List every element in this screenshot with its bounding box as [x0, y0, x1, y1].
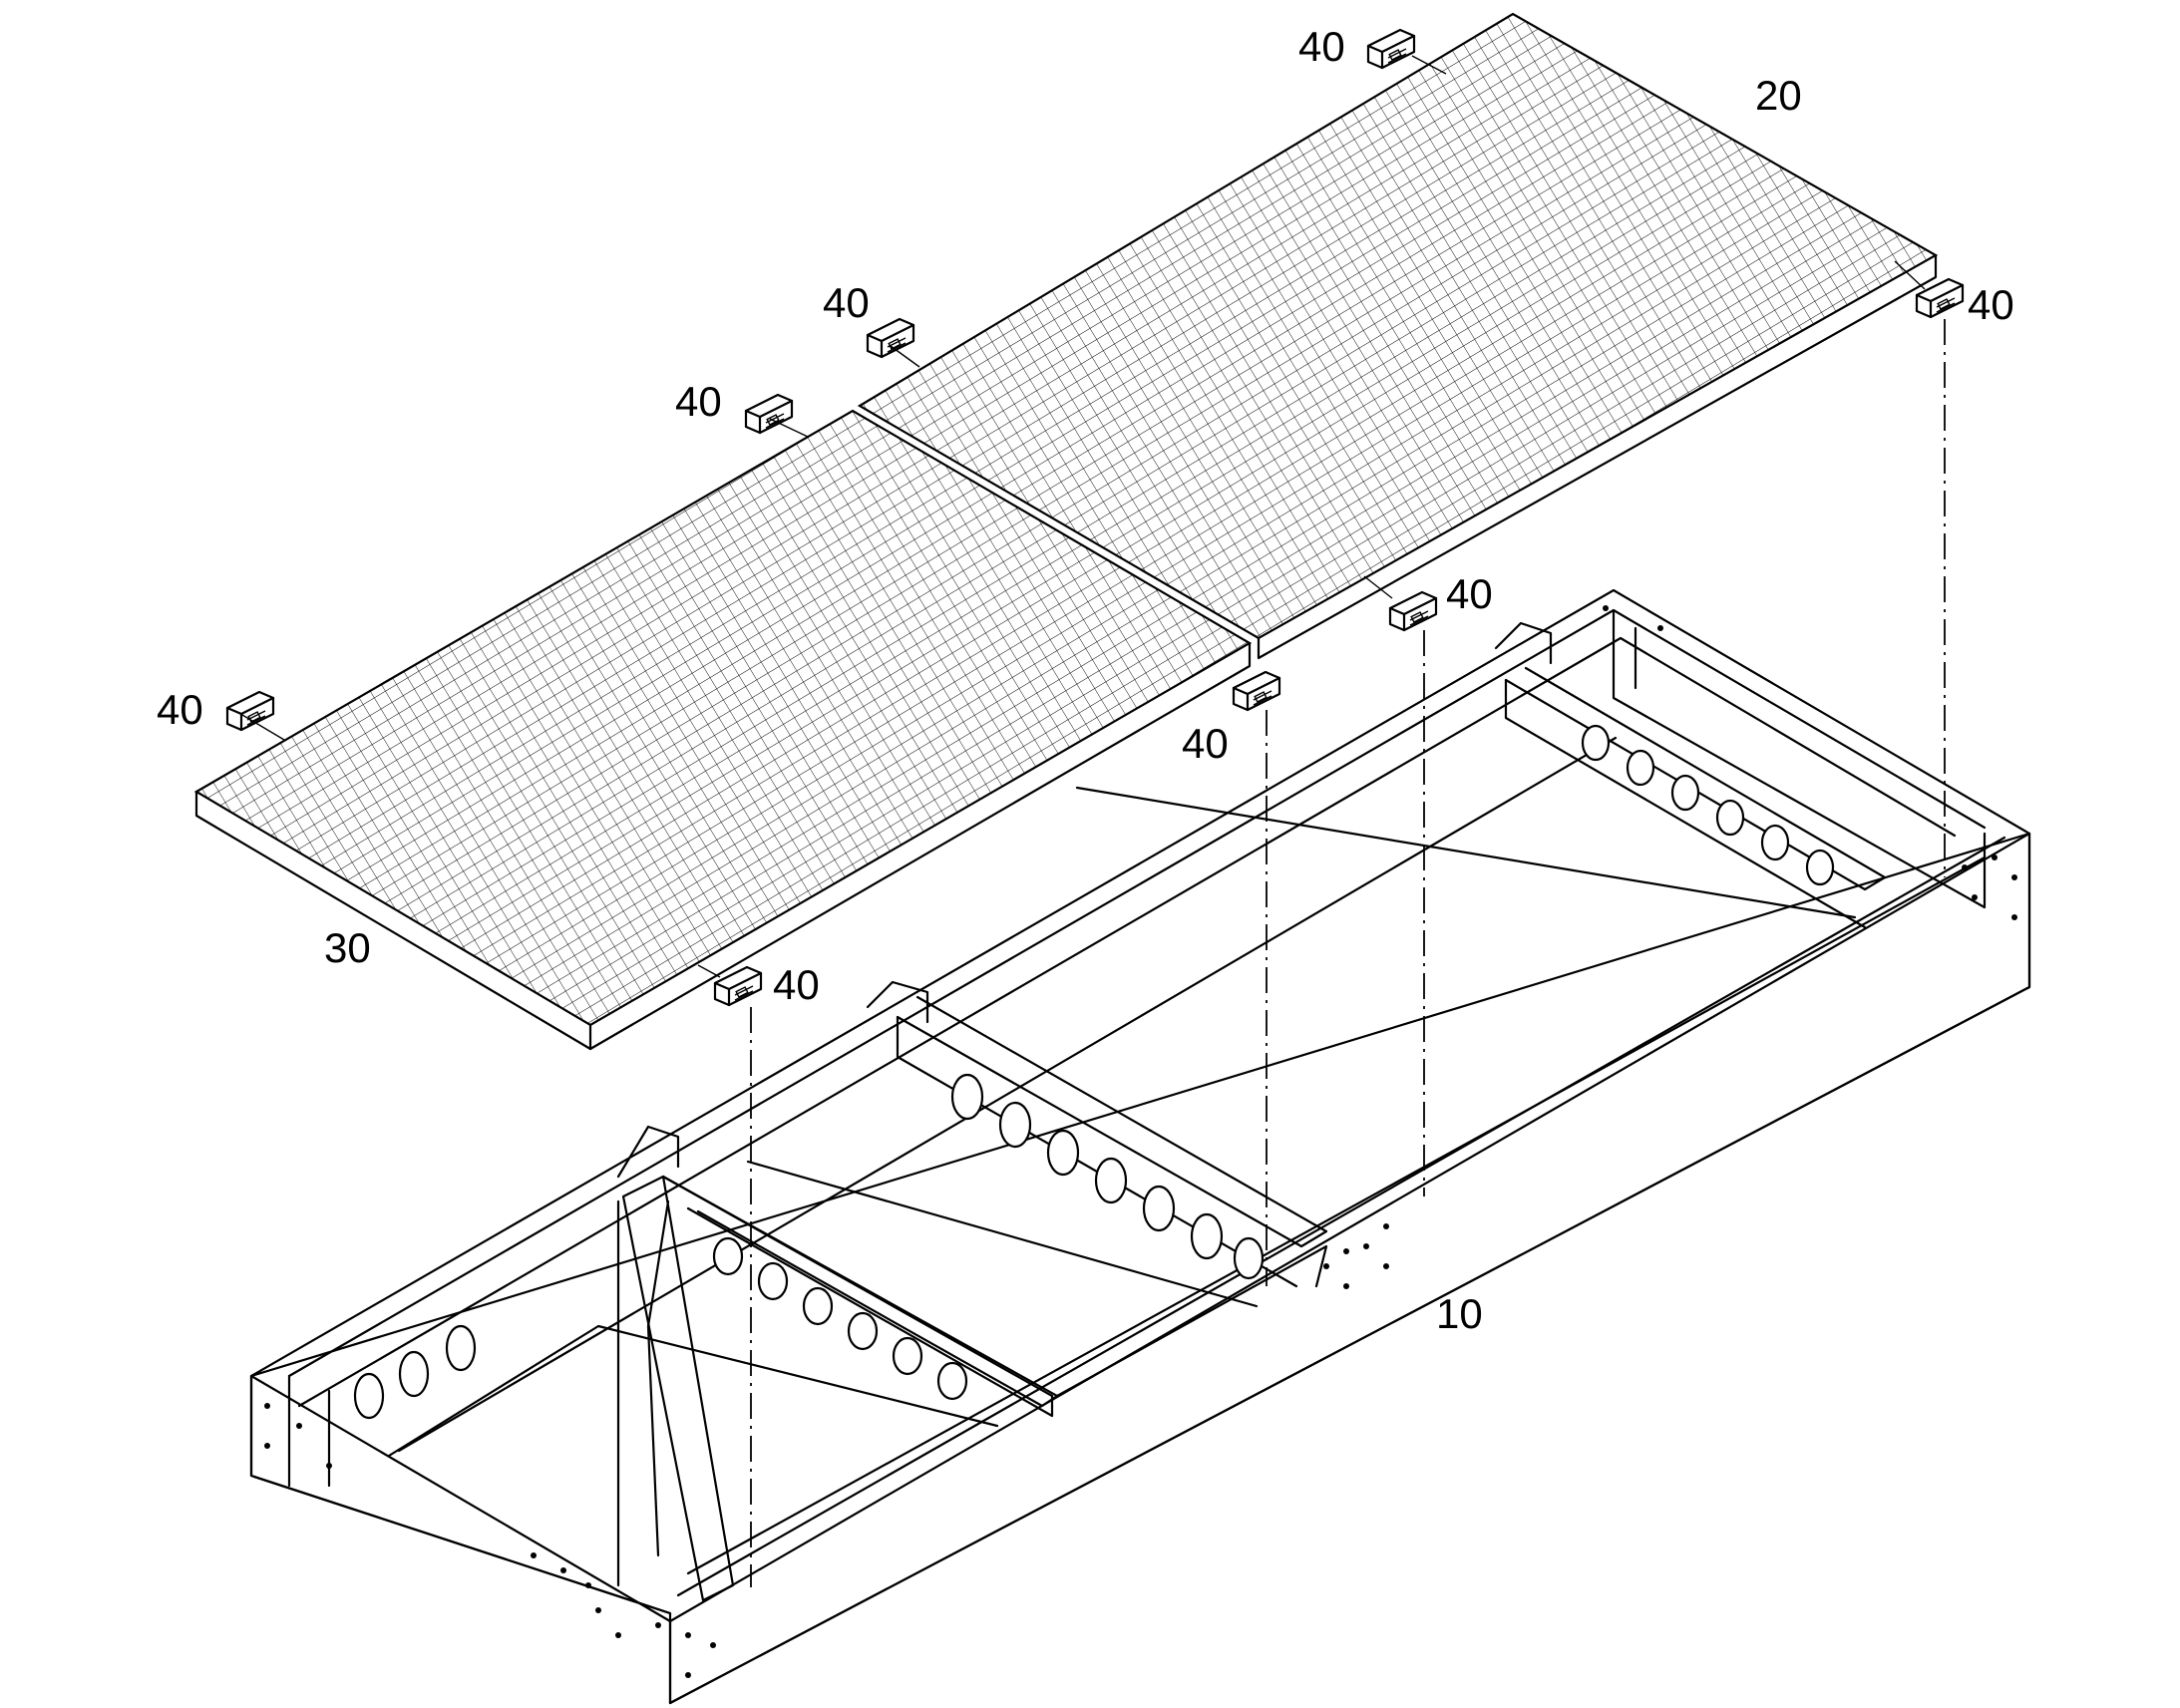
clip-4: [1366, 28, 1416, 70]
label-40-f: 40: [1446, 570, 1493, 617]
clip-7: [1232, 670, 1281, 712]
clip-2: [744, 393, 794, 435]
cross-member-2: [896, 995, 1328, 1248]
grating-rear-panel: [857, 12, 1939, 660]
leader-lines: [236, 55, 1926, 978]
label-30: 30: [324, 924, 371, 971]
base-frame: [249, 588, 2031, 1705]
label-40-a: 40: [1298, 23, 1345, 70]
label-40-b: 40: [823, 279, 870, 326]
diagonal-brace-left: [621, 1175, 735, 1602]
label-20: 20: [1755, 72, 1802, 119]
reference-labels: 10 20 30 40 40 40 40 40 40 40 40: [157, 23, 2014, 1337]
clip-3: [866, 317, 915, 359]
grating-front-panel: [193, 409, 1253, 1051]
label-10: 10: [1436, 1290, 1483, 1337]
label-40-c: 40: [675, 378, 722, 425]
member-holes: [353, 724, 1835, 1420]
clip-6: [1388, 590, 1438, 632]
label-40-g: 40: [1182, 720, 1229, 767]
rivet-dots: [264, 605, 2017, 1678]
clip-1: [225, 690, 275, 732]
label-40-d: 40: [157, 686, 203, 733]
label-40-h: 40: [773, 961, 820, 1008]
assembly-center-lines: [750, 319, 1946, 1587]
label-40-e: 40: [1968, 281, 2014, 328]
cross-member-1: [661, 1175, 1054, 1418]
